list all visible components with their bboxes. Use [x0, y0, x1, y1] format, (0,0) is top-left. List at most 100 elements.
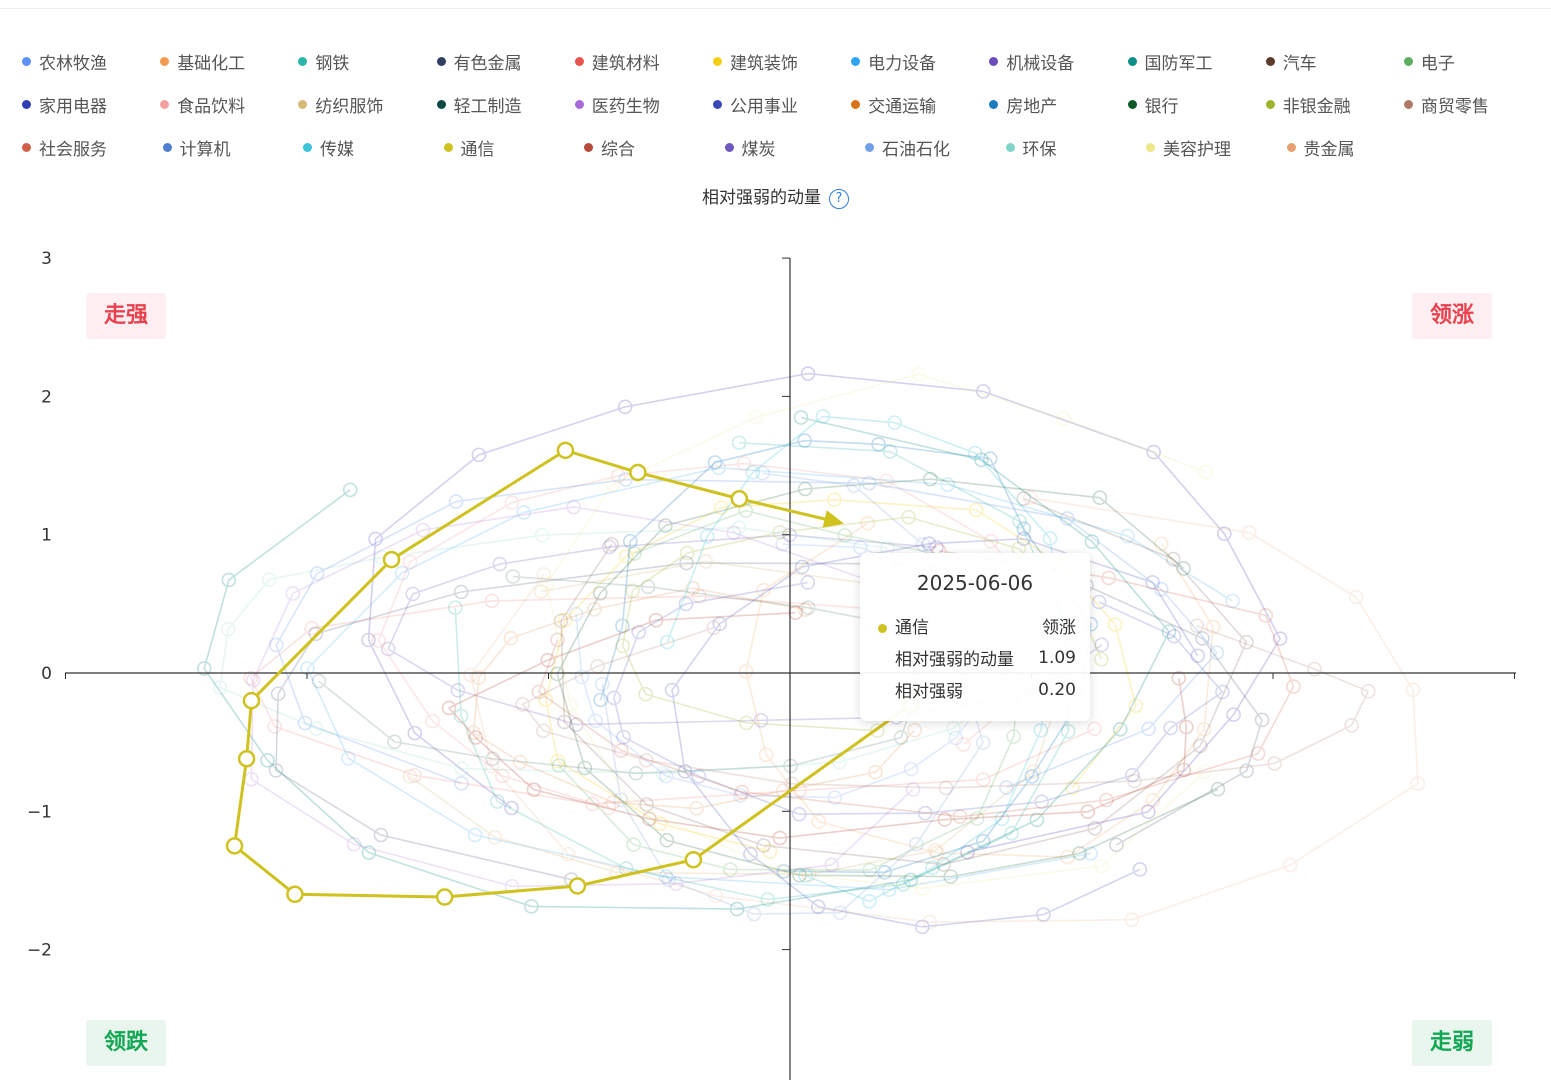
background-series-point	[994, 811, 1010, 827]
legend-item[interactable]: 贵金属	[1286, 135, 1428, 160]
background-series-point	[1267, 756, 1282, 771]
legend-item[interactable]: 通信	[443, 135, 585, 160]
legend-item[interactable]: 家用电器	[22, 92, 160, 117]
legend-item[interactable]: 石油石化	[865, 135, 1006, 160]
background-series-point	[1120, 528, 1135, 544]
legend-item[interactable]: 环保	[1005, 135, 1147, 160]
background-series-point	[756, 838, 771, 853]
background-series-point	[800, 600, 816, 615]
legend-label: 有色金属	[453, 54, 522, 74]
background-series-point	[691, 768, 707, 784]
legend-item[interactable]: 轻工制造	[436, 92, 575, 117]
background-series-point	[678, 596, 694, 612]
background-series-point	[731, 520, 747, 536]
legend-label: 基础化工	[177, 54, 246, 74]
background-series-point	[1209, 645, 1225, 661]
background-series-point	[772, 830, 788, 846]
legend-dot	[712, 100, 722, 109]
background-series-point	[304, 620, 319, 636]
background-series-point	[568, 606, 584, 622]
background-series-point	[714, 500, 729, 515]
legend-item[interactable]: 纺织服饰	[298, 92, 436, 117]
legend-item[interactable]: 煤炭	[724, 135, 866, 160]
legend-item[interactable]: 社会服务	[22, 135, 163, 160]
legend-item[interactable]: 电力设备	[851, 49, 989, 74]
background-series-line	[556, 478, 1219, 878]
background-series-point	[454, 761, 470, 776]
background-series-point	[1109, 837, 1124, 853]
legend-item[interactable]: 传媒	[303, 135, 444, 160]
legend-dot	[1146, 143, 1155, 152]
legend-label: 国防军工	[1144, 54, 1213, 74]
question-circle-icon[interactable]: ?	[829, 189, 849, 209]
highlight-series-point	[382, 550, 401, 569]
background-series-point	[1056, 411, 1071, 426]
background-series-point	[642, 811, 657, 827]
tooltip-row-momentum: 相对强弱的动量 1.09	[878, 645, 1076, 671]
background-series-point	[618, 472, 633, 487]
background-series-point	[471, 670, 487, 685]
legend-item[interactable]: 有色金属	[436, 49, 575, 74]
legend-item[interactable]: 综合	[584, 135, 725, 160]
background-series-point	[425, 713, 440, 729]
legend-label: 综合	[601, 140, 635, 160]
background-series-point	[311, 673, 327, 689]
background-series-line	[601, 472, 984, 915]
legend-item[interactable]: 非银金融	[1265, 92, 1404, 117]
chart-title-row: 相对强弱的动量?	[0, 183, 1551, 209]
background-series-point	[846, 478, 862, 493]
legend-item[interactable]: 公用事业	[712, 92, 851, 117]
background-series-point	[1065, 780, 1080, 796]
background-series-point	[659, 832, 675, 848]
legend-item[interactable]: 医药生物	[574, 92, 713, 117]
background-series-point	[490, 794, 505, 809]
legend-item[interactable]: 房地产	[989, 92, 1127, 117]
background-series-point	[1083, 846, 1098, 861]
legend-item[interactable]: 钢铁	[298, 49, 436, 74]
legend-label: 农林牧渔	[39, 54, 107, 74]
highlight-series-point	[629, 463, 647, 482]
legend-item[interactable]: 农林牧渔	[22, 49, 160, 74]
background-series-point	[1217, 526, 1232, 542]
background-series-line	[537, 550, 1295, 818]
legend-item[interactable]: 美容护理	[1146, 135, 1287, 160]
legend-item[interactable]: 食品饮料	[160, 92, 298, 117]
background-series	[463, 490, 1426, 930]
background-series-point	[1215, 684, 1230, 700]
legend-item[interactable]: 国防军工	[1127, 49, 1266, 74]
background-series-point	[882, 444, 898, 459]
legend-item[interactable]: 计算机	[162, 135, 304, 160]
background-series-line	[544, 498, 1137, 853]
legend-item[interactable]: 基础化工	[160, 49, 298, 74]
legend-item[interactable]: 银行	[1127, 92, 1266, 117]
background-series-point	[679, 545, 695, 561]
legend-item[interactable]: 商贸零售	[1403, 92, 1542, 117]
background-series-point	[243, 670, 259, 686]
background-series-point	[975, 833, 991, 849]
legend-dot	[443, 143, 453, 152]
background-series-point	[756, 582, 771, 598]
highlight-series-point	[286, 885, 304, 904]
background-series-point	[361, 632, 376, 648]
background-series-point	[1154, 536, 1169, 552]
tooltip: 2025-06-06 通信 领涨 相对强弱的动量 1.09 相对强弱 0.20	[860, 553, 1090, 721]
background-series	[361, 366, 1288, 860]
background-series-point	[625, 583, 640, 599]
legend-label: 环保	[1022, 140, 1057, 160]
background-series-point	[1410, 776, 1426, 791]
legend-item[interactable]: 机械设备	[989, 49, 1127, 74]
background-series-line	[469, 497, 1419, 923]
legend-item[interactable]: 交通运输	[851, 92, 989, 117]
legend-item[interactable]: 建筑装饰	[712, 49, 851, 74]
background-series-point	[450, 682, 466, 698]
legend-item[interactable]: 电子	[1403, 49, 1542, 74]
background-series-point	[968, 502, 984, 518]
legend-item[interactable]: 汽车	[1265, 49, 1404, 74]
background-series-point	[601, 800, 617, 816]
background-series-point	[1307, 661, 1322, 677]
background-series-point	[652, 816, 668, 832]
background-series-point	[871, 436, 886, 452]
legend-item[interactable]: 建筑材料	[574, 49, 713, 74]
highlight-series-point	[684, 850, 703, 869]
